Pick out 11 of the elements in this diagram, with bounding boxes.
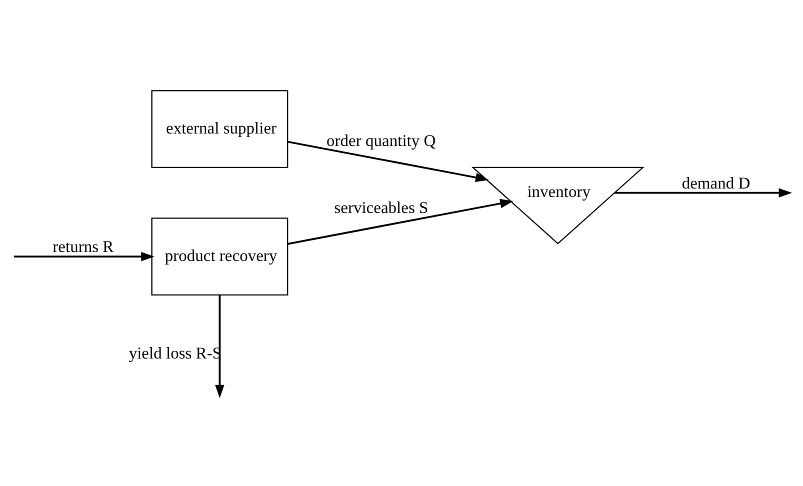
arrow	[14, 251, 154, 261]
edge-label: serviceables S	[334, 198, 428, 217]
arrow	[287, 140, 489, 182]
node-box: external supplier	[151, 90, 288, 168]
edge-label: returns R	[52, 236, 114, 256]
edge-label: demand D	[682, 172, 750, 192]
node-box: product recovery	[151, 217, 288, 296]
arrow	[614, 188, 792, 197]
edge-label: order quantity Q	[326, 130, 436, 150]
arrow	[287, 198, 514, 244]
arrow	[215, 294, 224, 398]
